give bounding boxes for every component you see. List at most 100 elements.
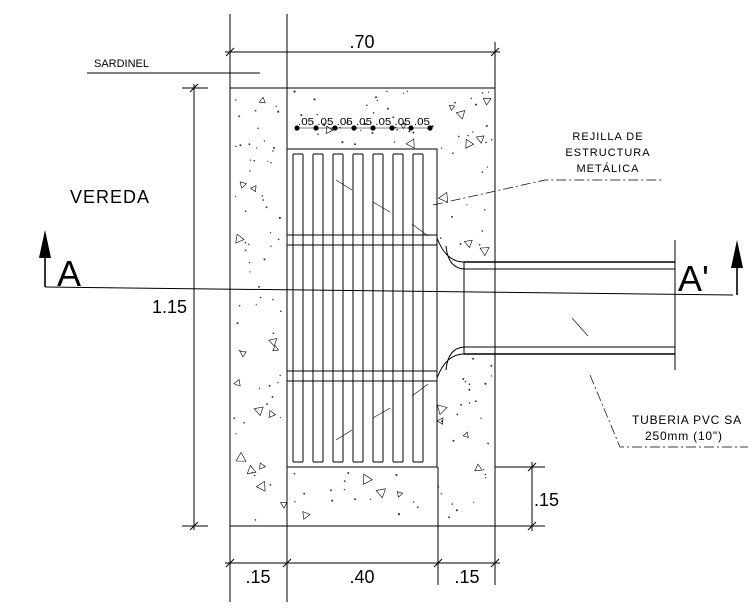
concrete-speck [393, 141, 396, 143]
aggregate-mark [253, 406, 264, 417]
concrete-speck [460, 403, 463, 406]
svg-text:REJILLA DE: REJILLA DE [572, 131, 643, 143]
concrete-speck [485, 124, 488, 128]
concrete-speck [456, 413, 459, 416]
concrete-speck [360, 129, 362, 131]
svg-text:.15: .15 [454, 567, 479, 587]
concrete-speck [317, 133, 319, 136]
concrete-speck [486, 166, 489, 168]
concrete-speck [375, 96, 377, 99]
concrete-speck [481, 92, 484, 94]
aggregate-mark [463, 239, 473, 249]
concrete-speck [481, 230, 484, 232]
concrete-speck [386, 90, 388, 93]
concrete-speck [277, 110, 280, 113]
aggregate-mark [258, 96, 266, 104]
aggregate-mark [475, 135, 485, 144]
concrete-speck [248, 143, 251, 146]
concrete-speck [406, 90, 408, 93]
concrete-speck [448, 516, 451, 519]
concrete-speck [487, 442, 490, 445]
concrete-speck [263, 140, 266, 142]
concrete-speck [331, 499, 334, 502]
concrete-speck [300, 114, 303, 117]
concrete-speck [254, 519, 257, 521]
concrete-speck [271, 395, 274, 398]
concrete-speck [343, 488, 346, 491]
concrete-speck [279, 416, 282, 419]
svg-text:250mm (10"): 250mm (10") [645, 429, 723, 443]
grate-bar [392, 153, 404, 463]
concrete-speck [270, 161, 272, 164]
concrete-speck [440, 147, 443, 149]
concrete-speck [397, 513, 400, 516]
section-label-a: A [57, 253, 81, 294]
svg-text:ESTRUCTURA: ESTRUCTURA [565, 147, 650, 159]
concrete-speck [234, 99, 237, 101]
bottom-dimensions: .15 .40 .15 [225, 558, 500, 587]
concrete-speck [270, 245, 272, 248]
concrete-speck [480, 417, 482, 419]
concrete-speck [249, 170, 251, 172]
aggregate-mark [400, 123, 407, 130]
spacing-dot [332, 125, 338, 131]
spacing-dot [408, 125, 414, 131]
svg-text:TUBERIA PVC SA: TUBERIA PVC SA [632, 413, 742, 427]
concrete-speck [269, 232, 272, 234]
concrete-speck [272, 298, 274, 301]
concrete-speck [490, 364, 493, 367]
concrete-speck [440, 493, 443, 495]
aggregate-mark [255, 480, 266, 492]
concrete-speck [416, 506, 419, 509]
concrete-speck [478, 243, 481, 246]
concrete-speck [244, 249, 247, 252]
concrete-speck [353, 143, 356, 146]
grate-bar [332, 153, 344, 463]
aggregate-mark [455, 110, 466, 120]
concrete-speck [248, 243, 250, 246]
concrete-speck [402, 92, 405, 95]
aggregate-mark [246, 464, 257, 475]
concrete-speck [279, 374, 281, 377]
concrete-speck [249, 271, 251, 273]
concrete-speck [455, 509, 458, 512]
concrete-speck [468, 388, 471, 391]
concrete-speck [452, 439, 455, 442]
grate-bar [352, 153, 364, 463]
concrete-speck [364, 123, 367, 125]
grate-bar [412, 153, 424, 463]
concrete-speck [238, 115, 241, 118]
concrete-speck [272, 150, 274, 152]
concrete-speck [255, 304, 257, 306]
aggregate-mark [279, 502, 288, 509]
concrete-speck [468, 402, 471, 404]
vereda-label: VEREDA [70, 187, 150, 207]
concrete-speck [490, 138, 493, 141]
concrete-speck [466, 204, 468, 206]
concrete-speck [278, 216, 281, 219]
aggregate-mark [448, 105, 456, 111]
spacing-dot [313, 125, 319, 131]
aggregate-mark [405, 138, 415, 149]
svg-text:.15: .15 [245, 567, 270, 587]
concrete-speck [257, 127, 259, 130]
concrete-speck [472, 357, 475, 360]
concrete-speck [244, 210, 247, 213]
spacing-dot [294, 125, 300, 131]
concrete-speck [459, 243, 462, 245]
concrete-speck [272, 332, 275, 335]
concrete-speck [346, 121, 349, 124]
aggregate-mark [302, 511, 311, 520]
concrete-speck [261, 195, 264, 197]
svg-text:.40: .40 [349, 567, 374, 587]
concrete-speck [484, 382, 487, 385]
aggregate-mark [239, 351, 247, 358]
concrete-speck [294, 500, 296, 503]
concrete-speck [254, 109, 257, 112]
concrete-speck [255, 147, 258, 149]
concrete-speck [487, 91, 490, 93]
concrete-speck [313, 98, 316, 101]
concrete-speck [412, 131, 415, 134]
aggregate-mark [465, 138, 475, 149]
